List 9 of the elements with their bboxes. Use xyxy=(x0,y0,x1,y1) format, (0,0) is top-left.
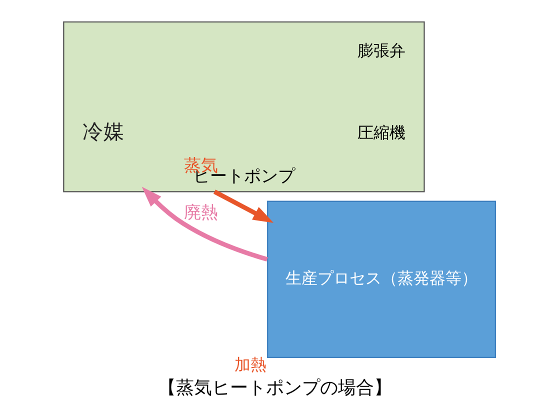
node-label: 加熱 xyxy=(234,355,267,374)
node-text: 膨張弁 xyxy=(358,40,406,60)
node-text: 冷媒 xyxy=(82,120,125,144)
node-text: 圧縮機 xyxy=(358,122,406,142)
edge-label: 廃熱 xyxy=(184,202,218,223)
arrow xyxy=(213,190,274,223)
caption: 【蒸気ヒートポンプの場合】 xyxy=(158,378,392,399)
node-box: 生産プロセス（蒸発器等） xyxy=(267,200,496,358)
arrow xyxy=(142,186,268,262)
